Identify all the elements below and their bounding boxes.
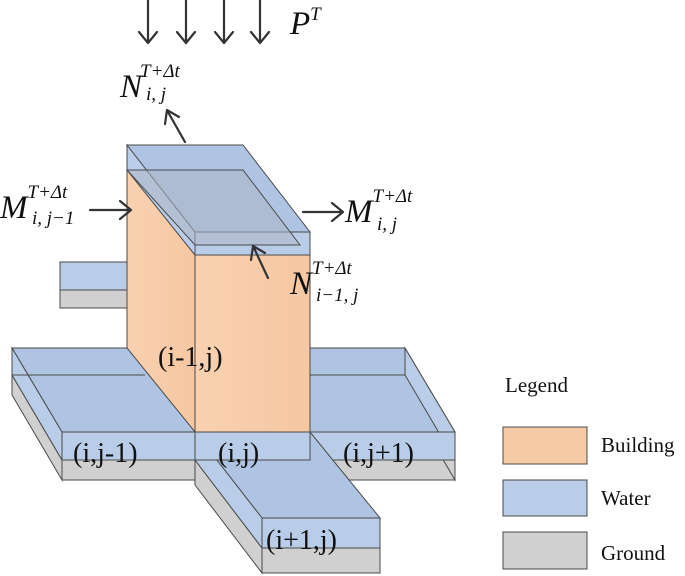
flux-label-n-top-sub: i, j: [146, 84, 166, 105]
flux-label-m-left: MT+Δt: [0, 182, 68, 226]
flux-label-n-inner-sub: i−1, j: [316, 285, 358, 306]
flux-label-m-left-sub: i, j−1: [32, 208, 74, 229]
legend-swatch-water: [502, 479, 588, 517]
flux-label-m-right-sub: i, j: [377, 214, 397, 235]
legend-label-ground: Ground: [601, 541, 666, 565]
flux-label-n-inner: NT+Δt: [289, 258, 353, 302]
legend-title: Legend: [505, 373, 568, 397]
flux-arrow-m-left: [88, 199, 133, 221]
legend-label-water: Water: [601, 486, 651, 510]
legend-swatch-building: [502, 426, 588, 465]
legend-swatch-ground: [502, 531, 588, 570]
rain-arrow: [175, 0, 197, 45]
flux-arrow-m-right: [301, 201, 345, 223]
building-block: [125, 143, 312, 460]
legend: Legend Building Water Ground: [502, 373, 675, 570]
flux-arrow-n-top: [163, 108, 187, 144]
flux-label-m-right: MT+Δt: [344, 186, 413, 230]
cell-label-below: (i+1,j): [266, 525, 337, 556]
precipitation-arrows: [137, 0, 271, 45]
cell-label-building: (i-1,j): [158, 342, 223, 373]
cell-label-right: (i,j+1): [343, 438, 414, 469]
flux-label-n-top: NT+Δt: [119, 61, 181, 105]
flux-arrow-n-inner: [249, 244, 270, 280]
precip-label: PT: [289, 4, 322, 42]
cell-label-left: (i,j-1): [73, 438, 138, 469]
rain-arrow: [213, 0, 235, 45]
rain-arrow: [137, 0, 159, 45]
rain-arrow: [249, 0, 271, 45]
legend-label-building: Building: [601, 433, 675, 457]
cell-label-center: (i,j): [218, 438, 259, 469]
